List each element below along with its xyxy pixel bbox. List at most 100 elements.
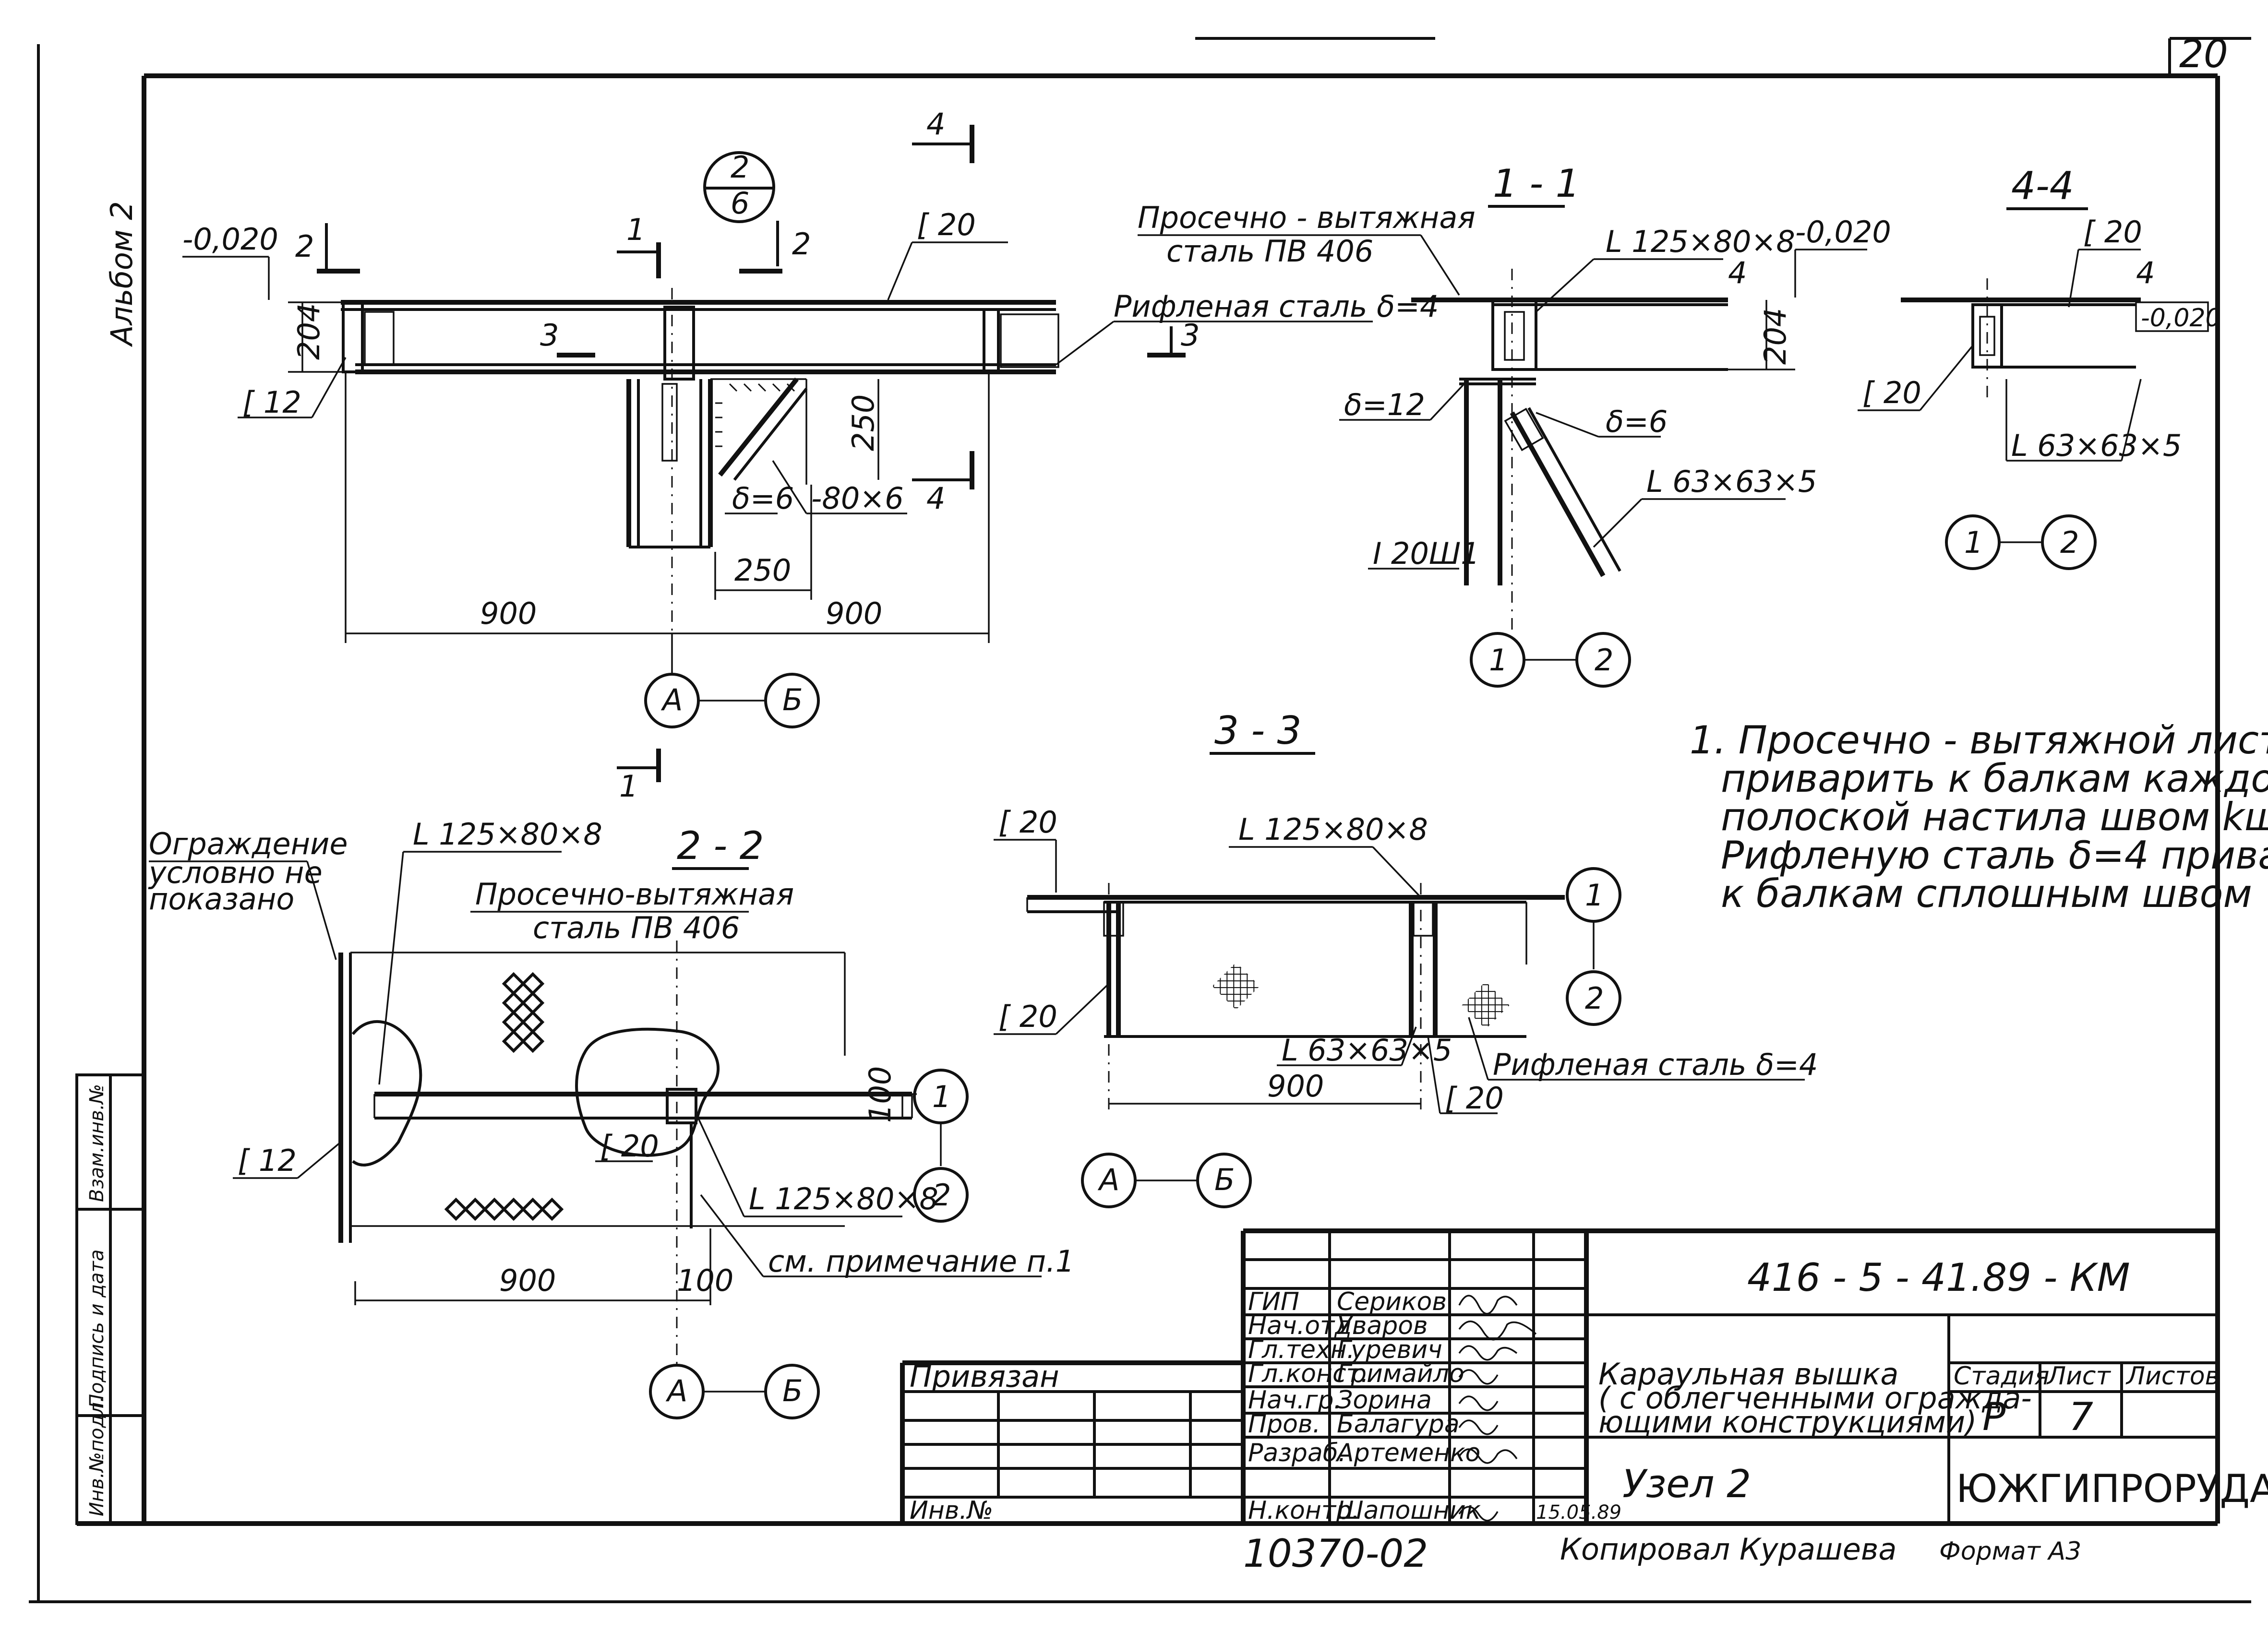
tb-name-4: Зорина <box>1337 1386 1432 1415</box>
sec33-channel-bottom: [ 20 <box>1445 1081 1504 1116</box>
main-channel-left: [ 12 <box>242 385 301 420</box>
cut-4-top: 4 <box>926 107 945 142</box>
main-plate-delta: δ=6 <box>732 481 794 516</box>
tb-role-6: Разраб. <box>1248 1439 1346 1467</box>
note-line-4: Рифленую сталь δ=4 приварить <box>1721 833 2268 878</box>
main-axis-b-label: Б <box>782 682 803 717</box>
sec33-mesh-2 <box>1462 981 1510 1029</box>
sec44-axis-2 <box>2041 514 2097 570</box>
sec33-angle-top: L 125×80×8 <box>1238 812 1428 847</box>
sec22-fence-2: условно не <box>148 855 323 890</box>
elev-main: -0,020 <box>182 222 278 257</box>
sec22-dim-900: 900 <box>499 1263 556 1298</box>
tb-role-3: Гл.конст. <box>1248 1359 1368 1388</box>
sec33-axis-1-label: 1 <box>1585 878 1604 913</box>
sec44-dim-4: 4 <box>2136 255 2155 290</box>
tb-sheet: 7 <box>2069 1394 2093 1439</box>
sec44-channel-top: [ 20 <box>2083 214 2142 250</box>
tb-role-0: ГИП <box>1248 1287 1299 1316</box>
sec11-axis-2 <box>1575 632 1631 688</box>
sec11-beam: I 20Ш1 <box>1373 536 1480 571</box>
sec22-channel-mid: [ 20 <box>600 1129 659 1164</box>
cut-1-top: 1 <box>626 212 645 247</box>
tb-role-4: Нач.гр. <box>1248 1386 1342 1415</box>
main-dim-left: 900 <box>480 596 537 631</box>
cut-3-right: 3 <box>1181 318 1200 353</box>
stamp-sign-date: Подпись и дата <box>86 1250 108 1408</box>
tb-node: Узел 2 <box>1622 1462 1751 1506</box>
general-notes: 1. Просечно - вытяжной лист ПВ 406 прива… <box>1690 718 2268 916</box>
sec11-prosechno-2: сталь ПВ 406 <box>1166 234 1373 269</box>
tb-copied: Копировал Курашева <box>1560 1532 1896 1567</box>
sec33-axis-2-label: 2 <box>1585 981 1604 1016</box>
main-dim-250v: 250 <box>846 394 881 451</box>
sec22-axis-2-label: 2 <box>932 1178 951 1213</box>
sec33-title: 3 - 3 <box>1214 708 1302 753</box>
sec44-channel-left: [ 20 <box>1862 375 1921 410</box>
tb-stage-header: Стадия <box>1954 1362 2050 1391</box>
cut-3-left: 3 <box>540 318 559 353</box>
tb-stage: Р <box>1982 1394 2006 1439</box>
main-axis-a-label: А <box>660 682 683 717</box>
note-line-1: 1. Просечно - вытяжной лист ПВ 406 <box>1690 718 2268 762</box>
tb-name-5: Балагура <box>1337 1410 1460 1439</box>
sec22-axis-1-label: 1 <box>932 1079 951 1114</box>
cut-4-bottom: 4 <box>926 481 945 516</box>
cut-2-right: 2 <box>792 226 811 262</box>
sec44-title: 4-4 <box>2011 164 2074 208</box>
page-number: 20 <box>2179 32 2228 76</box>
sec33-channel-left: [ 20 <box>998 999 1057 1034</box>
note-line-5: к балкам сплошным швом <box>1721 871 2252 916</box>
tb-inv-no: Инв.№ <box>910 1496 993 1525</box>
sec22-axis-a-label: А <box>665 1373 687 1408</box>
sec33-channel-top: [ 20 <box>998 805 1057 840</box>
tb-archive: 10370-02 <box>1243 1531 1428 1576</box>
sec22-see-note: см. примечание п.1 <box>768 1244 1074 1279</box>
section-1-1: 1 - 1 Просечно - вытяжная сталь ПВ 406 L… <box>1138 161 1891 688</box>
tb-role-1: Нач.отд. <box>1248 1311 1360 1340</box>
sec33-rifl: Рифленая сталь δ=4 <box>1493 1047 1818 1082</box>
tb-doc-code: 416 - 5 - 41.89 - КМ <box>1747 1255 2130 1300</box>
sec22-prosechno-1: Просечно-вытяжная <box>475 877 794 912</box>
stamp-inv-orig: Инв.№подл. <box>86 1396 108 1516</box>
sec33-axis-b-label: Б <box>1214 1162 1235 1197</box>
sec22-angle-top: L 125×80×8 <box>413 817 602 852</box>
sec22-dim-100: 100 <box>863 1066 898 1123</box>
sec44-angle: L 63×63×5 <box>2011 428 2182 463</box>
node-circle-bottom: 6 <box>731 186 749 221</box>
sec22-channel-left: [ 12 <box>238 1143 297 1178</box>
left-stamp: Инв.№подл. Подпись и дата Взам.инв.№ <box>75 1073 145 1525</box>
album-label: Альбом 2 <box>104 201 139 347</box>
sheet-frame: 20 Альбом 2 <box>29 32 2251 1603</box>
sec22-fence-1: Ограждение <box>149 826 348 861</box>
tb-privyazan: Привязан <box>910 1359 1059 1394</box>
sec33-dim-900: 900 <box>1267 1069 1324 1104</box>
sec33-axis-2 <box>1566 970 1621 1026</box>
section-2-2: 2 - 2 Ограждение условно не показано L 1… <box>148 817 1074 1419</box>
section-3-3: 3 - 3 [ 20 L 125×80×8 [ 20 L 63×63×5 [ 2… <box>994 708 1818 1208</box>
main-dim-height: 204 <box>291 303 326 360</box>
sec33-angle-bottom: L 63×63×5 <box>1282 1033 1452 1068</box>
sec22-fence-3: показано <box>149 882 294 917</box>
tb-name-2: Гуревич <box>1337 1335 1442 1364</box>
sec11-angle-small: L 63×63×5 <box>1646 464 1817 499</box>
sec22-axis-b-label: Б <box>782 1373 803 1408</box>
node-circle-top: 2 <box>731 150 749 185</box>
sec33-axis-a-label: А <box>1097 1162 1119 1197</box>
sec11-title: 1 - 1 <box>1493 161 1580 206</box>
sec22-mesh-bottom <box>444 1197 564 1221</box>
note-line-2: приварить к балкам каждой <box>1721 756 2268 801</box>
tb-object-3: ющими конструкциями) <box>1598 1405 1977 1440</box>
cut-1-bottom: 1 <box>619 769 638 804</box>
main-dim-right: 900 <box>826 596 882 631</box>
stamp-inv-vzam: Взам.инв.№ <box>86 1084 108 1202</box>
sec44-axis-2-label: 2 <box>2060 525 2079 560</box>
sec11-dim-4: 4 <box>1728 255 1747 290</box>
main-dim-250h: 250 <box>734 553 791 588</box>
tb-name-7: Шапошник <box>1337 1496 1481 1525</box>
tb-role-5: Пров. <box>1248 1410 1320 1439</box>
sec11-delta6: δ=6 <box>1606 404 1668 439</box>
main-axis-b <box>764 673 820 728</box>
main-rifl-label: Рифленая сталь δ=4 <box>1114 289 1439 324</box>
tb-format: Формат А3 <box>1939 1537 2081 1566</box>
